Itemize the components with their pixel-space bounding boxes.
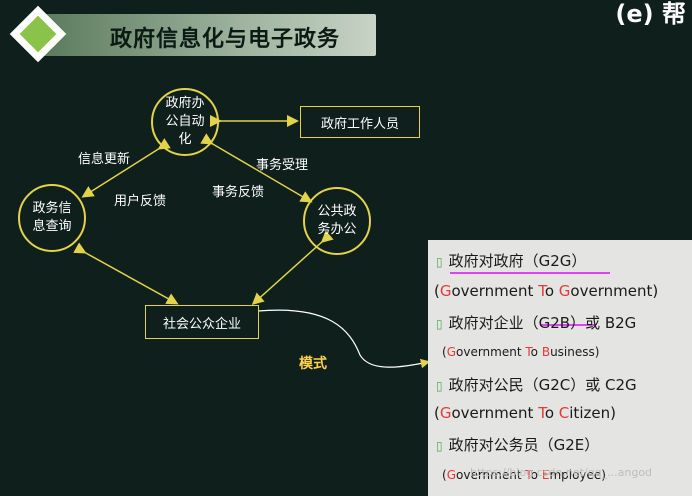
node-public-affairs: 公共政务办公 — [303, 187, 371, 255]
edge-label-affairs-feedback: 事务反馈 — [212, 185, 265, 200]
mode-en: (Government To Citizen) — [434, 404, 616, 422]
page-title: 政府信息化与电子政务 — [110, 27, 341, 52]
logo-fragment: (e) 帮 — [615, 0, 686, 28]
edge-label-user-feedback: 用户反馈 — [114, 194, 167, 209]
pink-underline — [450, 272, 610, 274]
mode-en: (Government To Business) — [442, 345, 600, 359]
node-public-enterprise: 社会公众企业 — [145, 305, 259, 339]
mode-item: ▯政府对企业（G2B）或 B2G — [436, 314, 637, 332]
mode-item: ▯政府对公民（G2C）或 C2G — [436, 376, 637, 394]
modes-panel: ▯政府对政府（G2G） (Government To Government) ▯… — [428, 240, 692, 496]
mode-label: 模式 — [299, 356, 327, 372]
mode-item: ▯政府对政府（G2G） — [436, 252, 587, 270]
watermark: https://blog.csdn.net/qq_...angod — [470, 466, 653, 479]
bullet-icon: ▯ — [436, 317, 443, 331]
node-info-query: 政务信息查询 — [18, 184, 86, 252]
node-office-automation: 政府办公自动化 — [151, 88, 219, 156]
mode-item: ▯政府对公务员（G2E） — [436, 436, 600, 454]
bullet-icon: ▯ — [436, 255, 443, 269]
edge-label-affairs-accept: 事务受理 — [256, 158, 309, 173]
node-gov-staff: 政府工作人员 — [300, 106, 420, 138]
bullet-icon: ▯ — [436, 379, 443, 393]
title-background — [40, 14, 376, 56]
title-bar: 政府信息化与电子政务 — [0, 5, 380, 64]
edge-label-info-update: 信息更新 — [78, 152, 131, 167]
bullet-icon: ▯ — [436, 439, 443, 453]
mode-en: (Government To Government) — [434, 282, 659, 300]
pink-underline — [540, 324, 596, 326]
mode-en: (Government To Employee) — [442, 468, 606, 482]
